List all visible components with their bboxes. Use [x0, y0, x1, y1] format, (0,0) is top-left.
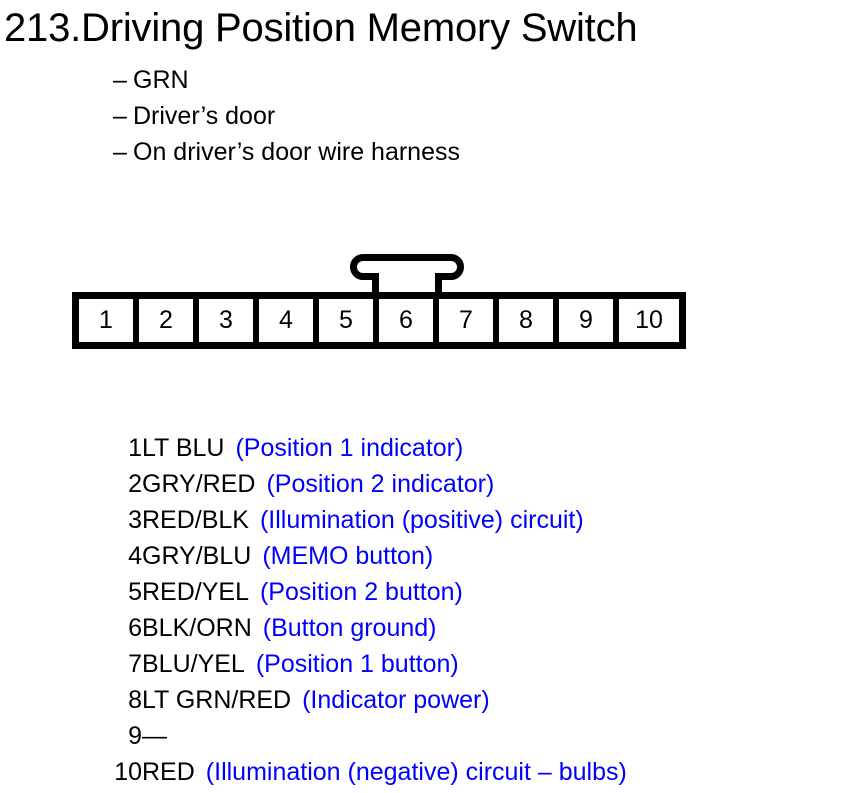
pin-number: 7	[128, 650, 142, 678]
pin-wire-color: BLK/ORN	[142, 614, 252, 642]
pin-row: 9 —	[0, 718, 857, 754]
list-item-label: Driver’s door	[133, 102, 276, 130]
pin-wire-color: LT BLU	[142, 434, 225, 462]
latch-stem-left	[372, 274, 379, 296]
pin-wire-color: RED	[142, 758, 195, 786]
pin-description: (Button ground)	[262, 614, 437, 642]
pin-description: (Illumination (negative) circuit – bulbs…	[205, 758, 627, 786]
list-item-label: On driver’s door wire harness	[133, 138, 460, 166]
connector-pin-7: 7	[439, 299, 499, 342]
pin-number: 5	[128, 578, 142, 606]
connector-pin-8: 8	[499, 299, 559, 342]
pin-number: 3	[128, 506, 142, 534]
list-item: – Driver’s door	[113, 98, 813, 134]
pin-row: 10 RED (Illumination (negative) circuit …	[0, 754, 857, 790]
pin-wire-color: GRY/RED	[142, 470, 256, 498]
pin-number: 6	[128, 614, 142, 642]
pin-description: (Position 2 button)	[259, 578, 463, 606]
pin-assignment-list: 1 LT BLU (Position 1 indicator) 2 GRY/RE…	[0, 430, 857, 790]
subtitle-list: – GRN – Driver’s door – On driver’s door…	[113, 62, 813, 170]
pin-number: 1	[128, 434, 142, 462]
connector-body: 1 2 3 4 5 6 7 8 9 10	[72, 292, 686, 349]
pin-wire-color: —	[142, 722, 167, 750]
dash-bullet-icon: –	[113, 66, 127, 94]
pin-row: 5 RED/YEL (Position 2 button)	[0, 574, 857, 610]
connector-pin-10: 10	[619, 299, 679, 342]
pin-row: 6 BLK/ORN (Button ground)	[0, 610, 857, 646]
pin-row: 1 LT BLU (Position 1 indicator)	[0, 430, 857, 466]
pin-number: 2	[128, 470, 142, 498]
pin-number: 9	[128, 722, 142, 750]
pin-wire-color: BLU/YEL	[142, 650, 245, 678]
pin-row: 4 GRY/BLU (MEMO button)	[0, 538, 857, 574]
latch-stem-right	[435, 274, 442, 296]
pin-number: 10	[114, 758, 142, 786]
connector-pin-4: 4	[259, 299, 319, 342]
pin-wire-color: GRY/BLU	[142, 542, 252, 570]
list-item: – On driver’s door wire harness	[113, 134, 813, 170]
connector-pin-1: 1	[79, 299, 139, 342]
list-item-label: GRN	[133, 66, 189, 94]
pin-description: (Position 1 button)	[255, 650, 459, 678]
connector-pin-5: 5	[319, 299, 379, 342]
pin-description: (MEMO button)	[262, 542, 434, 570]
pin-description: (Indicator power)	[302, 686, 490, 714]
pin-number: 4	[128, 542, 142, 570]
connector-diagram: 1 2 3 4 5 6 7 8 9 10	[72, 252, 752, 356]
connector-pin-2: 2	[139, 299, 199, 342]
pin-wire-color: RED/YEL	[142, 578, 249, 606]
connector-pin-6: 6	[379, 299, 439, 342]
list-item: – GRN	[113, 62, 813, 98]
dash-bullet-icon: –	[113, 138, 127, 166]
connector-pin-3: 3	[199, 299, 259, 342]
connector-pin-9: 9	[559, 299, 619, 342]
pin-description: (Position 1 indicator)	[235, 434, 464, 462]
pin-wire-color: LT GRN/RED	[142, 686, 292, 714]
pin-description: (Illumination (positive) circuit)	[259, 506, 584, 534]
pin-row: 8 LT GRN/RED (Indicator power)	[0, 682, 857, 718]
pin-row: 7 BLU/YEL (Position 1 button)	[0, 646, 857, 682]
pin-description: (Position 2 indicator)	[266, 470, 495, 498]
pin-number: 8	[128, 686, 142, 714]
dash-bullet-icon: –	[113, 102, 127, 130]
connector-latch-icon	[350, 252, 464, 296]
page-title: 213.Driving Position Memory Switch	[4, 6, 638, 50]
pin-row: 3 RED/BLK (Illumination (positive) circu…	[0, 502, 857, 538]
latch-notch	[379, 273, 435, 281]
pin-wire-color: RED/BLK	[142, 506, 249, 534]
pin-row: 2 GRY/RED (Position 2 indicator)	[0, 466, 857, 502]
